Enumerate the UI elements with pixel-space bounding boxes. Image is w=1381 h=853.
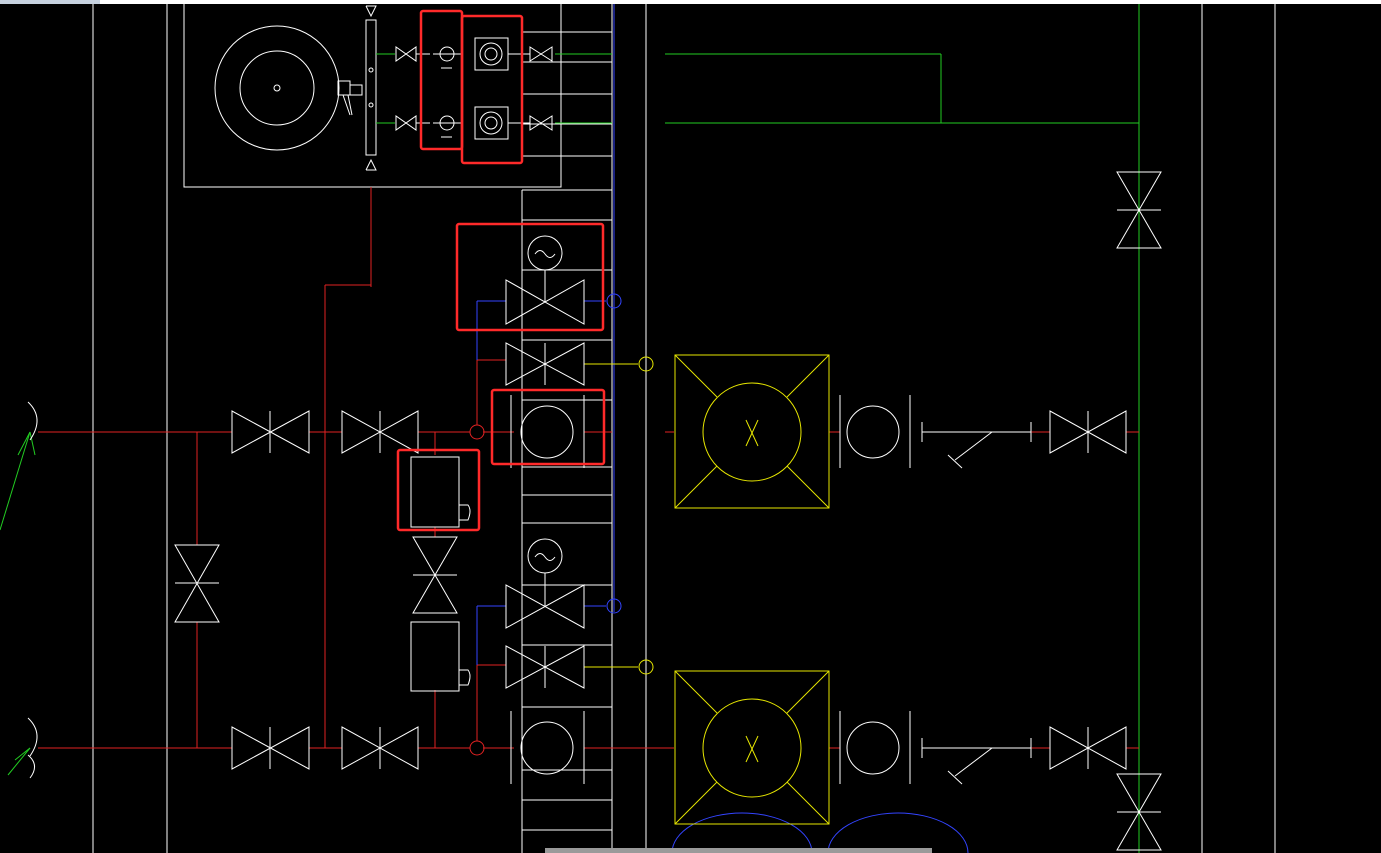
motorized-valves[interactable] [506, 236, 584, 628]
flow-meters-box [421, 11, 462, 149]
window-tab[interactable] [0, 0, 100, 4]
flow-meter-symbols[interactable] [475, 38, 530, 139]
vertical-valves[interactable] [175, 172, 1161, 850]
strainers[interactable] [922, 422, 1031, 784]
horizontal-scrollbar[interactable] [545, 848, 932, 853]
motorized-valve-box [457, 224, 603, 330]
gate-valves-main[interactable] [232, 411, 1126, 769]
pump-symbols[interactable] [511, 395, 910, 784]
red-junctions [470, 425, 484, 755]
highlight-boxes [398, 11, 604, 530]
yellow-pipes [584, 357, 653, 674]
green-pipes [0, 4, 1139, 853]
bypass-gate-valves[interactable] [506, 343, 584, 688]
left-edge-arcs [28, 402, 37, 778]
air-handler-upper[interactable] [675, 355, 829, 508]
filter-box [398, 450, 479, 530]
expansion-tank[interactable] [215, 6, 376, 170]
blue-pipes [477, 4, 968, 853]
pump-box [492, 390, 604, 464]
check-valve-symbols[interactable] [433, 47, 462, 137]
ladder-rungs [522, 32, 612, 830]
frame-lines [93, 4, 1275, 853]
red-pipes [38, 187, 1139, 748]
air-handler-lower[interactable] [675, 671, 829, 824]
tank-boxes[interactable] [411, 457, 470, 691]
sight-glass-box [462, 16, 522, 163]
top-gate-valves[interactable] [396, 47, 552, 130]
window-top-strip [0, 0, 1381, 4]
